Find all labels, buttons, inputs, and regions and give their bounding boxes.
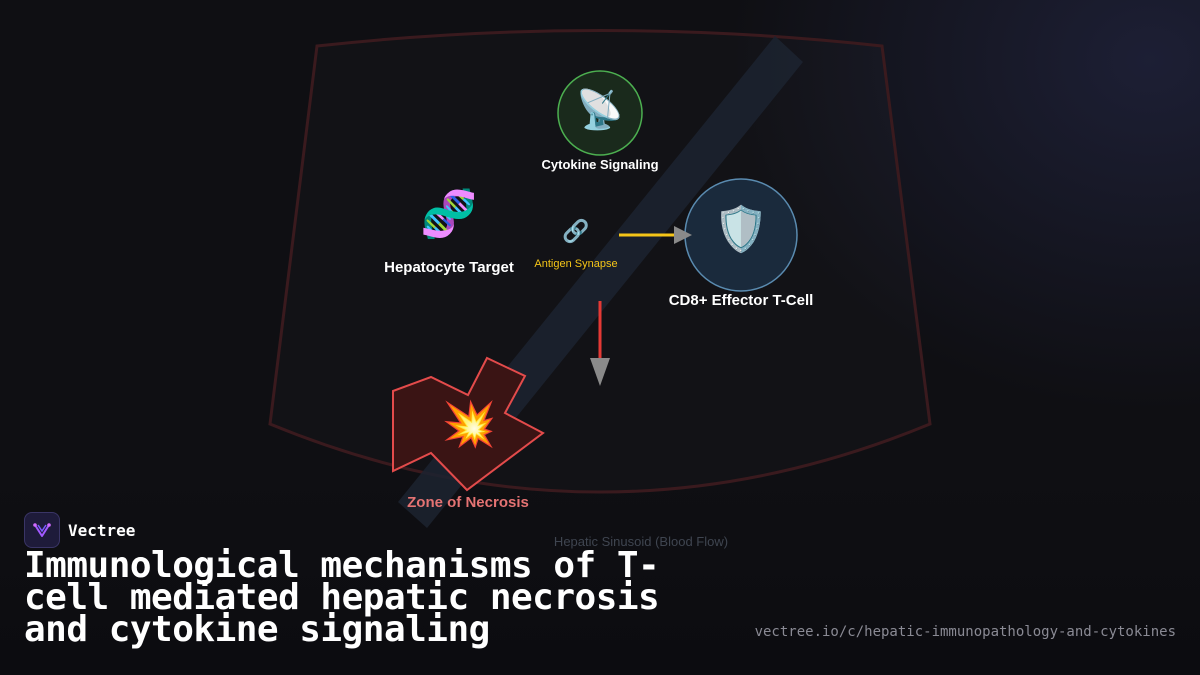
synapse-label: Antigen Synapse xyxy=(534,258,618,270)
link-icon: 🔗 xyxy=(562,219,590,245)
necrosis-burst[interactable] xyxy=(392,356,545,492)
hepatocyte-label: Hepatocyte Target xyxy=(384,259,514,276)
cytokine-label: Cytokine Signaling xyxy=(541,157,659,172)
explosion-icon: 💥 xyxy=(441,399,497,450)
source-url[interactable]: vectree.io/c/hepatic-immunopathology-and… xyxy=(754,624,1176,640)
sinusoid-label: Hepatic Sinusoid (Blood Flow) xyxy=(553,534,729,549)
page-title: Immunological mechanisms of T-cell media… xyxy=(24,545,660,650)
synapse-arrow-head xyxy=(674,226,692,244)
dna-icon: 🧬 xyxy=(420,186,478,241)
cytotoxic-arrow-head xyxy=(590,358,610,386)
vectree-logo-icon xyxy=(24,512,60,548)
brand[interactable]: Vectree xyxy=(24,512,135,548)
tcell-label: CD8+ Effector T-Cell xyxy=(668,292,814,309)
necrosis-label: Zone of Necrosis xyxy=(407,494,529,511)
cytokine-node[interactable] xyxy=(557,70,643,156)
satellite-antenna-icon: 📡 xyxy=(576,87,624,132)
shield-icon: 🛡️ xyxy=(713,204,769,255)
brand-name: Vectree xyxy=(68,520,136,540)
